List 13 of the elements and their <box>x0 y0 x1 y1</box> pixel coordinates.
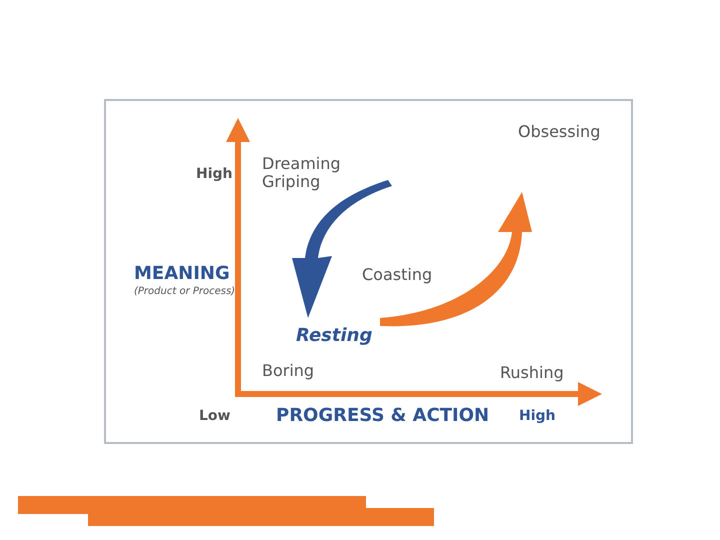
axis-title: MEANING <box>134 263 230 284</box>
quadrant-label: Resting <box>296 325 372 346</box>
axis-label: High <box>196 166 233 182</box>
quadrant-label: Dreaming <box>262 154 341 173</box>
quadrant-label: Griping <box>262 172 320 191</box>
quadrant-label: Rushing <box>500 363 564 382</box>
axis-label: High <box>519 408 556 424</box>
axis-label: Low <box>199 408 230 424</box>
quadrant-label: Boring <box>262 361 314 380</box>
quadrant-label: Coasting <box>362 265 432 284</box>
axis-subtitle: (Product or Process) <box>134 286 236 297</box>
axis-title: PROGRESS & ACTION <box>276 405 490 426</box>
quadrant-label: Obsessing <box>518 122 600 141</box>
